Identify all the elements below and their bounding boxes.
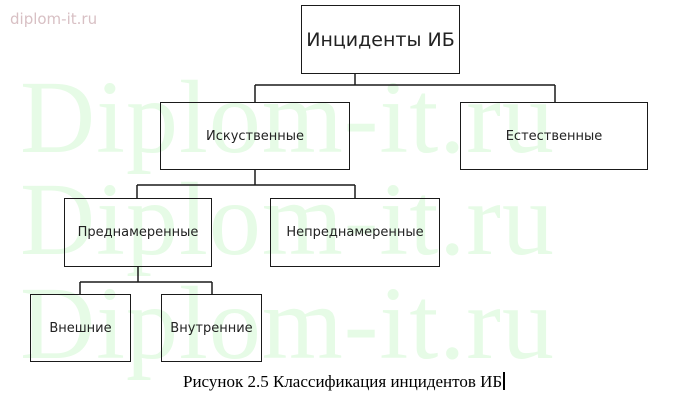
node-label: Естественные [505,128,603,144]
node-artificial: Искуственные [160,102,350,170]
watermark-large-3: Diplom-it.ru [20,266,555,381]
node-label: Преднамеренные [77,225,199,240]
node-label: Непреднамеренные [286,225,424,240]
node-natural: Естественные [460,102,648,170]
node-internal: Внутренние [161,294,262,362]
watermark-small: diplom-it.ru [10,10,98,28]
text-cursor [503,372,506,390]
node-intentional: Преднамеренные [64,198,212,267]
node-label: Искуственные [205,128,305,144]
figure-caption: Рисунок 2.5 Классификация инцидентов ИБ [183,372,506,392]
watermark-large-1: Diplom-it.ru [20,60,555,175]
node-incidents-ib: Инциденты ИБ [301,5,460,74]
caption-text: Рисунок 2.5 Классификация инцидентов ИБ [183,372,503,391]
node-label: Внутренние [170,320,253,336]
node-unintentional: Непреднамеренные [270,198,440,267]
node-label: Инциденты ИБ [306,28,455,51]
node-external: Внешние [30,294,131,362]
node-label: Внешние [49,320,112,336]
